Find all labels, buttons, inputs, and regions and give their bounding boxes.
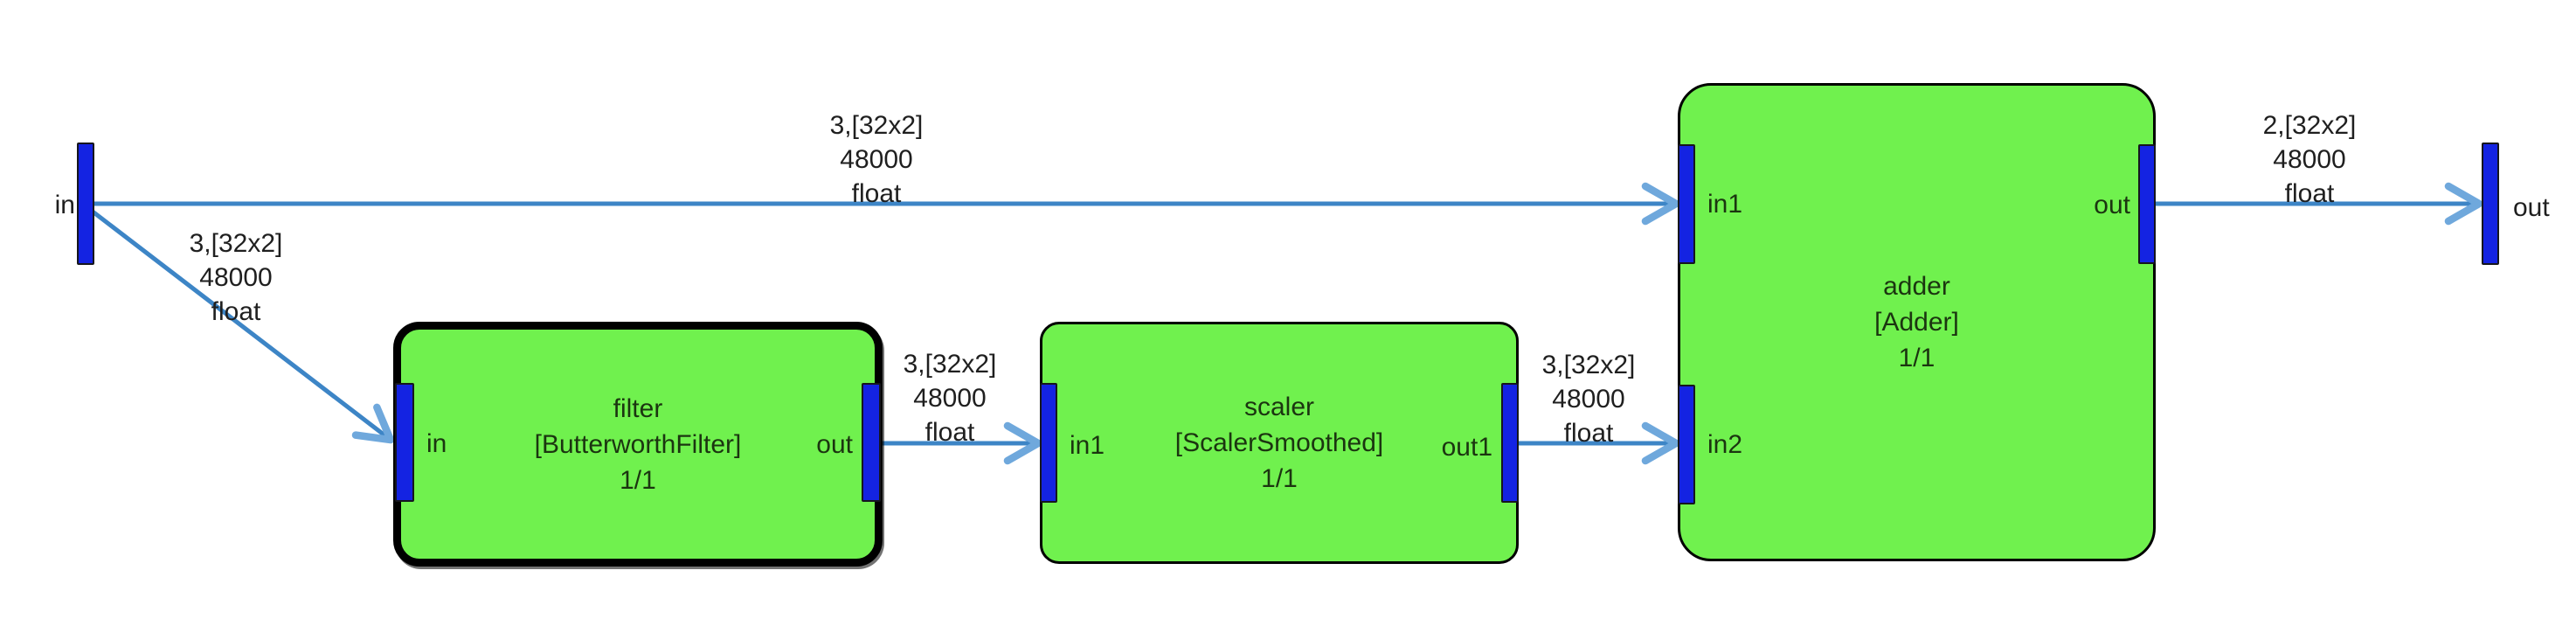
port-filter-in-label: in [426, 429, 447, 458]
port-adder-in1-label: in1 [1707, 190, 1743, 219]
block-scaler[interactable]: scaler [ScalerSmoothed] 1/1 [1040, 322, 1519, 564]
input-terminal[interactable] [77, 143, 94, 265]
block-name: filter [613, 393, 663, 423]
port-adder-in2-label: in2 [1707, 430, 1743, 459]
block-type: [Adder] [1874, 308, 1959, 337]
edge-label-line: 2,[32x2] [2262, 111, 2357, 140]
port-scaler-in1[interactable] [1040, 383, 1057, 503]
edge-label-line: 48000 [199, 263, 273, 292]
edge-label-scaler-out1-to-adder-in2: 3,[32x2] 48000 float [1458, 348, 1720, 450]
block-instances: 1/1 [1261, 464, 1298, 493]
block-type: [ScalerSmoothed] [1174, 428, 1384, 457]
block-instances: 1/1 [1898, 344, 1935, 372]
port-filter-out[interactable] [862, 383, 881, 502]
edge-label-line: float [1563, 419, 1614, 448]
edge-label-line: 48000 [913, 384, 987, 413]
edge-label-filter-out-to-scaler-in1: 3,[32x2] 48000 float [819, 347, 1081, 449]
edge-label-in-to-filter-in: 3,[32x2] 48000 float [105, 226, 367, 329]
block-scaler-title: scaler [ScalerSmoothed] 1/1 [1175, 389, 1383, 497]
edge-in-to-filter-in[interactable] [91, 210, 395, 444]
block-name: scaler [1243, 393, 1315, 421]
edge-label-line: float [851, 179, 902, 208]
edge-label-line: float [2284, 179, 2335, 208]
port-adder-out-label: out [2094, 191, 2130, 219]
port-adder-in2[interactable] [1678, 385, 1695, 504]
edge-label-line: 3,[32x2] [1541, 351, 1636, 379]
block-type: [ButterworthFilter] [534, 429, 742, 459]
port-filter-out-label: out [816, 430, 853, 459]
edge-label-line: 3,[32x2] [189, 229, 283, 258]
block-instances: 1/1 [620, 465, 656, 495]
edge-label-in-to-adder-in1: 3,[32x2] 48000 float [745, 108, 1008, 211]
port-adder-out[interactable] [2138, 144, 2156, 264]
edge-label-line: float [924, 418, 975, 447]
port-adder-in1[interactable] [1678, 144, 1695, 264]
block-adder-title: adder [Adder] 1/1 [1874, 268, 1959, 376]
port-scaler-out1[interactable] [1501, 383, 1519, 503]
block-filter-title: filter [ButterworthFilter] 1/1 [535, 391, 742, 498]
port-scaler-in1-label: in1 [1070, 431, 1105, 460]
output-terminal[interactable] [2482, 143, 2499, 265]
port-scaler-out1-label: out1 [1441, 433, 1492, 462]
port-filter-in[interactable] [395, 383, 414, 502]
edge-label-line: 48000 [2273, 145, 2346, 174]
input-terminal-label: in [54, 191, 75, 219]
edge-label-line: 48000 [840, 145, 913, 174]
edge-label-line: float [211, 297, 261, 326]
block-name: adder [1883, 272, 1950, 301]
block-filter[interactable]: filter [ButterworthFilter] 1/1 [393, 322, 883, 567]
edge-label-adder-out-to-out: 2,[32x2] 48000 float [2178, 108, 2441, 211]
output-terminal-label: out [2513, 193, 2550, 222]
edge-label-line: 48000 [1552, 385, 1625, 414]
block-adder[interactable]: adder [Adder] 1/1 [1678, 83, 2156, 561]
edge-label-line: 3,[32x2] [903, 350, 997, 379]
edge-label-line: 3,[32x2] [829, 111, 924, 140]
